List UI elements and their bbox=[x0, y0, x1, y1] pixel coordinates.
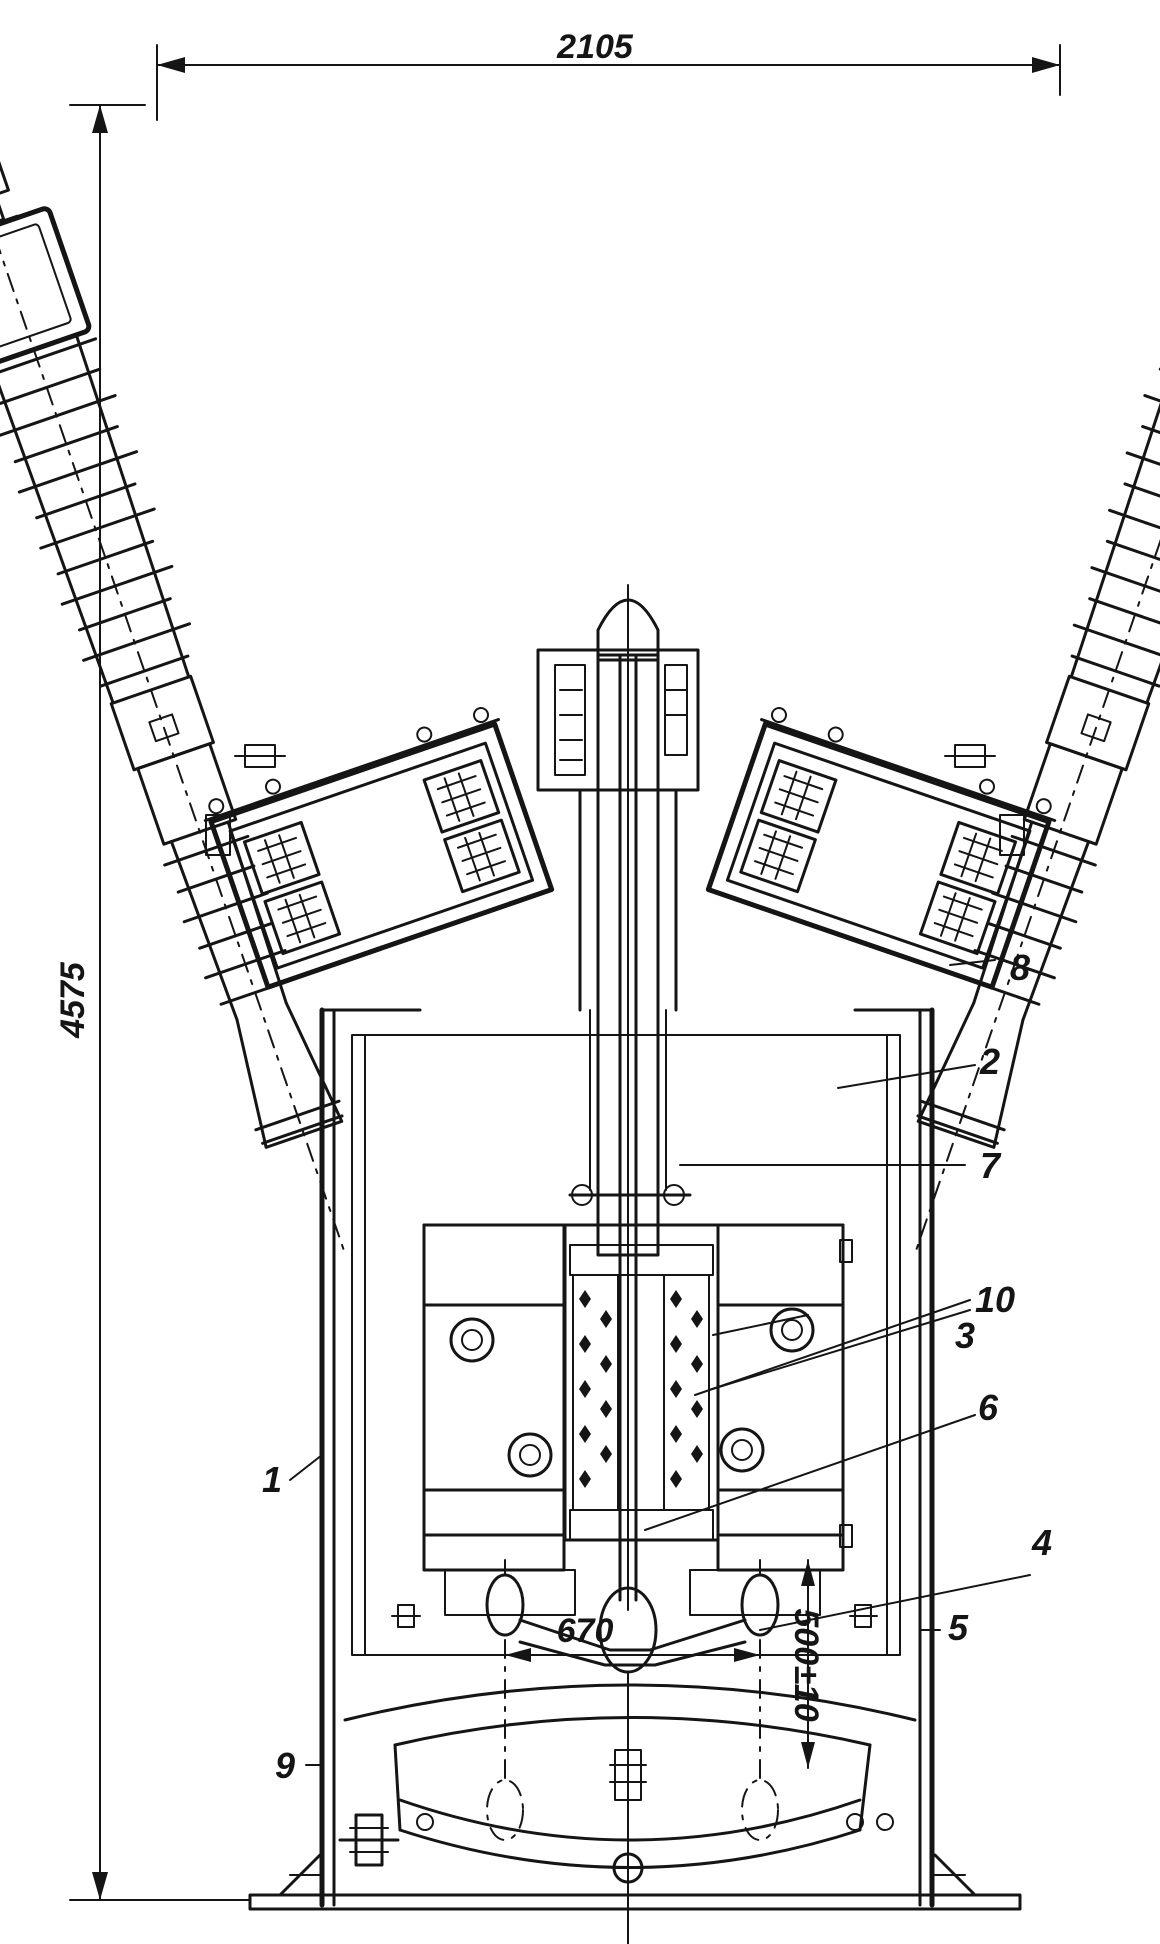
core-left bbox=[422, 1223, 576, 1616]
current-transformer-left bbox=[203, 707, 555, 990]
dim-label-4575: 4575 bbox=[54, 961, 92, 1039]
callout-1: 1 bbox=[262, 1459, 282, 1500]
callout-10: 10 bbox=[975, 1279, 1015, 1320]
callout-9: 9 bbox=[275, 1745, 295, 1786]
callout-8: 8 bbox=[1010, 947, 1030, 988]
dim-label-500-10: 500±10 bbox=[787, 1608, 825, 1721]
dimension-2105: 2105 bbox=[156, 28, 1061, 121]
dim-label-670: 670 bbox=[557, 1612, 614, 1650]
support-insulators bbox=[485, 1559, 780, 1841]
winding-assembly bbox=[563, 1223, 720, 1542]
core-right bbox=[689, 1223, 853, 1616]
leader-lines bbox=[289, 959, 1031, 1766]
callout-3: 3 bbox=[955, 1315, 975, 1356]
cover-bolts bbox=[205, 744, 1025, 856]
lower-support bbox=[518, 1586, 747, 1944]
dim-label-2105: 2105 bbox=[556, 28, 634, 66]
dimension-500-10: 500±10 bbox=[787, 1559, 825, 1769]
callout-6: 6 bbox=[978, 1387, 999, 1428]
callout-4: 4 bbox=[1031, 1522, 1052, 1563]
callout-2: 2 bbox=[979, 1041, 1000, 1082]
bushing-left bbox=[0, 154, 348, 1259]
centre-assembly bbox=[536, 584, 700, 1611]
current-transformer-right bbox=[705, 707, 1057, 990]
callout-7: 7 bbox=[980, 1145, 1002, 1186]
tank bbox=[248, 1007, 1022, 1911]
callout-5: 5 bbox=[948, 1607, 969, 1648]
drain-valve bbox=[338, 1813, 894, 1867]
